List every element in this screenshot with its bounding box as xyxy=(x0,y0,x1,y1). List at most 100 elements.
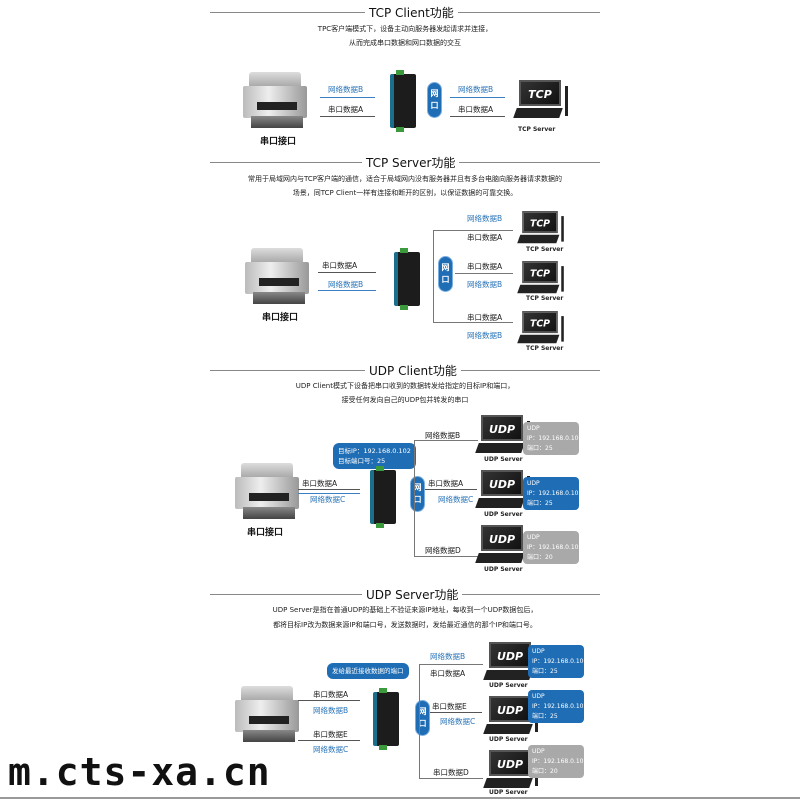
server-label: UDP Server xyxy=(484,511,523,518)
arrow-left xyxy=(318,290,376,291)
network-port-badge: 网口 xyxy=(410,476,425,512)
section-desc: 都将目标IP改为数据来源IP和端口号，发送数据时，发给最近通信的那个IP和端口号… xyxy=(273,621,537,629)
flow-label: 网络数据B xyxy=(458,85,494,94)
bracket-line xyxy=(419,664,420,779)
section-desc: 场景，同TCP Client一样有连接和断开的区别，以保证数据的可靠交换。 xyxy=(292,189,518,197)
flow-label: 网络数据B xyxy=(467,331,503,340)
server-pc-image: TCP xyxy=(517,311,564,345)
watermark: m.cts-xa.cn xyxy=(8,750,271,794)
server-pc-image: TCP xyxy=(513,80,568,120)
section-title: UDP Server功能 xyxy=(362,586,463,603)
server-pc-image: UDP xyxy=(483,696,538,736)
serial-interface-label: 串口接口 xyxy=(247,528,284,538)
flow-label: 网络数据D xyxy=(425,546,461,555)
arrow-right xyxy=(298,489,360,490)
arrow-right xyxy=(425,489,477,490)
serial-server-device xyxy=(370,466,396,528)
section-title: TCP Server功能 xyxy=(362,154,460,171)
flow-label: 网络数据C xyxy=(310,495,346,504)
flow-label: 串口数据E xyxy=(432,702,467,711)
section-title: TCP Client功能 xyxy=(365,4,458,21)
server-label: TCP Server xyxy=(526,246,564,253)
printer-image xyxy=(243,72,307,130)
connector-line xyxy=(414,556,478,557)
serial-interface-label: 串口接口 xyxy=(262,313,299,323)
server-pc-image: TCP xyxy=(517,261,564,295)
arrow-right xyxy=(450,116,505,117)
server-pc-image: TCP xyxy=(517,211,564,245)
section-desc: 常用于局域网内与TCP客户端的通信，适合于局域网内没有服务器并且有多台电脑向服务… xyxy=(248,175,562,183)
connector-line xyxy=(414,440,478,441)
flow-label: 网络数据C xyxy=(440,717,476,726)
serial-server-device xyxy=(394,248,420,310)
server-label: UDP Server xyxy=(489,682,528,689)
flow-label: 串口数据A xyxy=(313,690,349,699)
flow-label: 串口数据A xyxy=(467,313,503,322)
flow-label: 网络数据B xyxy=(430,652,466,661)
connector-line xyxy=(455,273,513,274)
arrow-left xyxy=(298,493,360,494)
arrow-left xyxy=(450,97,505,98)
flow-label: 网络数据B xyxy=(467,214,503,223)
bottom-border xyxy=(0,797,800,799)
printer-image xyxy=(245,248,309,306)
printer-image xyxy=(235,686,299,744)
serial-interface-label: 串口接口 xyxy=(260,137,297,147)
server-label: TCP Server xyxy=(526,295,564,302)
section-desc: 接受任何发向自己的UDP包并转发的串口 xyxy=(341,396,469,404)
arrow-right xyxy=(298,700,360,701)
server-label: UDP Server xyxy=(484,456,523,463)
flow-label: 网络数据B xyxy=(467,280,503,289)
flow-label: 网络数据C xyxy=(438,495,474,504)
connector-line xyxy=(419,778,483,779)
section-desc: TPC客户端模式下，设备主动向服务器发起请求并连接， xyxy=(317,25,493,33)
connector-line xyxy=(433,230,513,231)
network-port-badge: 网口 xyxy=(438,256,453,292)
flow-label: 串口数据E xyxy=(313,730,348,739)
connector-line xyxy=(433,322,513,323)
server-label: TCP Server xyxy=(518,126,556,133)
flow-label: 网络数据C xyxy=(313,745,349,754)
connector-line xyxy=(419,664,483,665)
flow-label: 串口数据A xyxy=(458,105,494,114)
reply-port-bubble: 发给最近接收数据的端口 xyxy=(327,663,409,679)
flow-label: 串口数据A xyxy=(302,479,338,488)
flow-label: 串口数据A xyxy=(467,262,503,271)
bracket-line xyxy=(414,440,415,557)
arrow-right xyxy=(430,712,482,713)
section-desc: UDP Server是指在普通UDP的基础上不验证来源IP地址，每收到一个UDP… xyxy=(272,606,538,614)
arrow-right xyxy=(320,116,375,117)
arrow-right xyxy=(298,740,360,741)
server-label: UDP Server xyxy=(489,789,528,796)
flow-label: 串口数据A xyxy=(322,261,358,270)
arrow-left xyxy=(320,97,375,98)
flow-label: 串口数据A xyxy=(430,669,466,678)
arrow-right xyxy=(318,272,376,273)
flow-label: 网络数据B xyxy=(328,85,364,94)
serial-server-device xyxy=(373,688,399,750)
server-pc-image: UDP xyxy=(475,525,530,565)
section-title: UDP Client功能 xyxy=(365,362,461,379)
serial-server-device xyxy=(390,70,416,132)
network-port-badge: 网口 xyxy=(427,82,442,118)
network-port-badge: 网口 xyxy=(415,700,430,736)
printer-image xyxy=(235,463,299,521)
bracket-line xyxy=(433,230,434,322)
flow-label: 串口数据A xyxy=(328,105,364,114)
section-desc: 从而完成串口数据和网口数据的交互 xyxy=(349,39,461,47)
flow-label: 网络数据B xyxy=(313,706,349,715)
flow-label: 网络数据B xyxy=(328,280,364,289)
server-label: UDP Server xyxy=(489,736,528,743)
server-label: UDP Server xyxy=(484,566,523,573)
flow-label: 网络数据B xyxy=(425,431,461,440)
section-desc: UDP Client模式下设备把串口收到的数据转发给指定的目标IP和端口， xyxy=(295,382,515,390)
server-label: TCP Server xyxy=(526,345,564,352)
flow-label: 串口数据A xyxy=(428,479,464,488)
